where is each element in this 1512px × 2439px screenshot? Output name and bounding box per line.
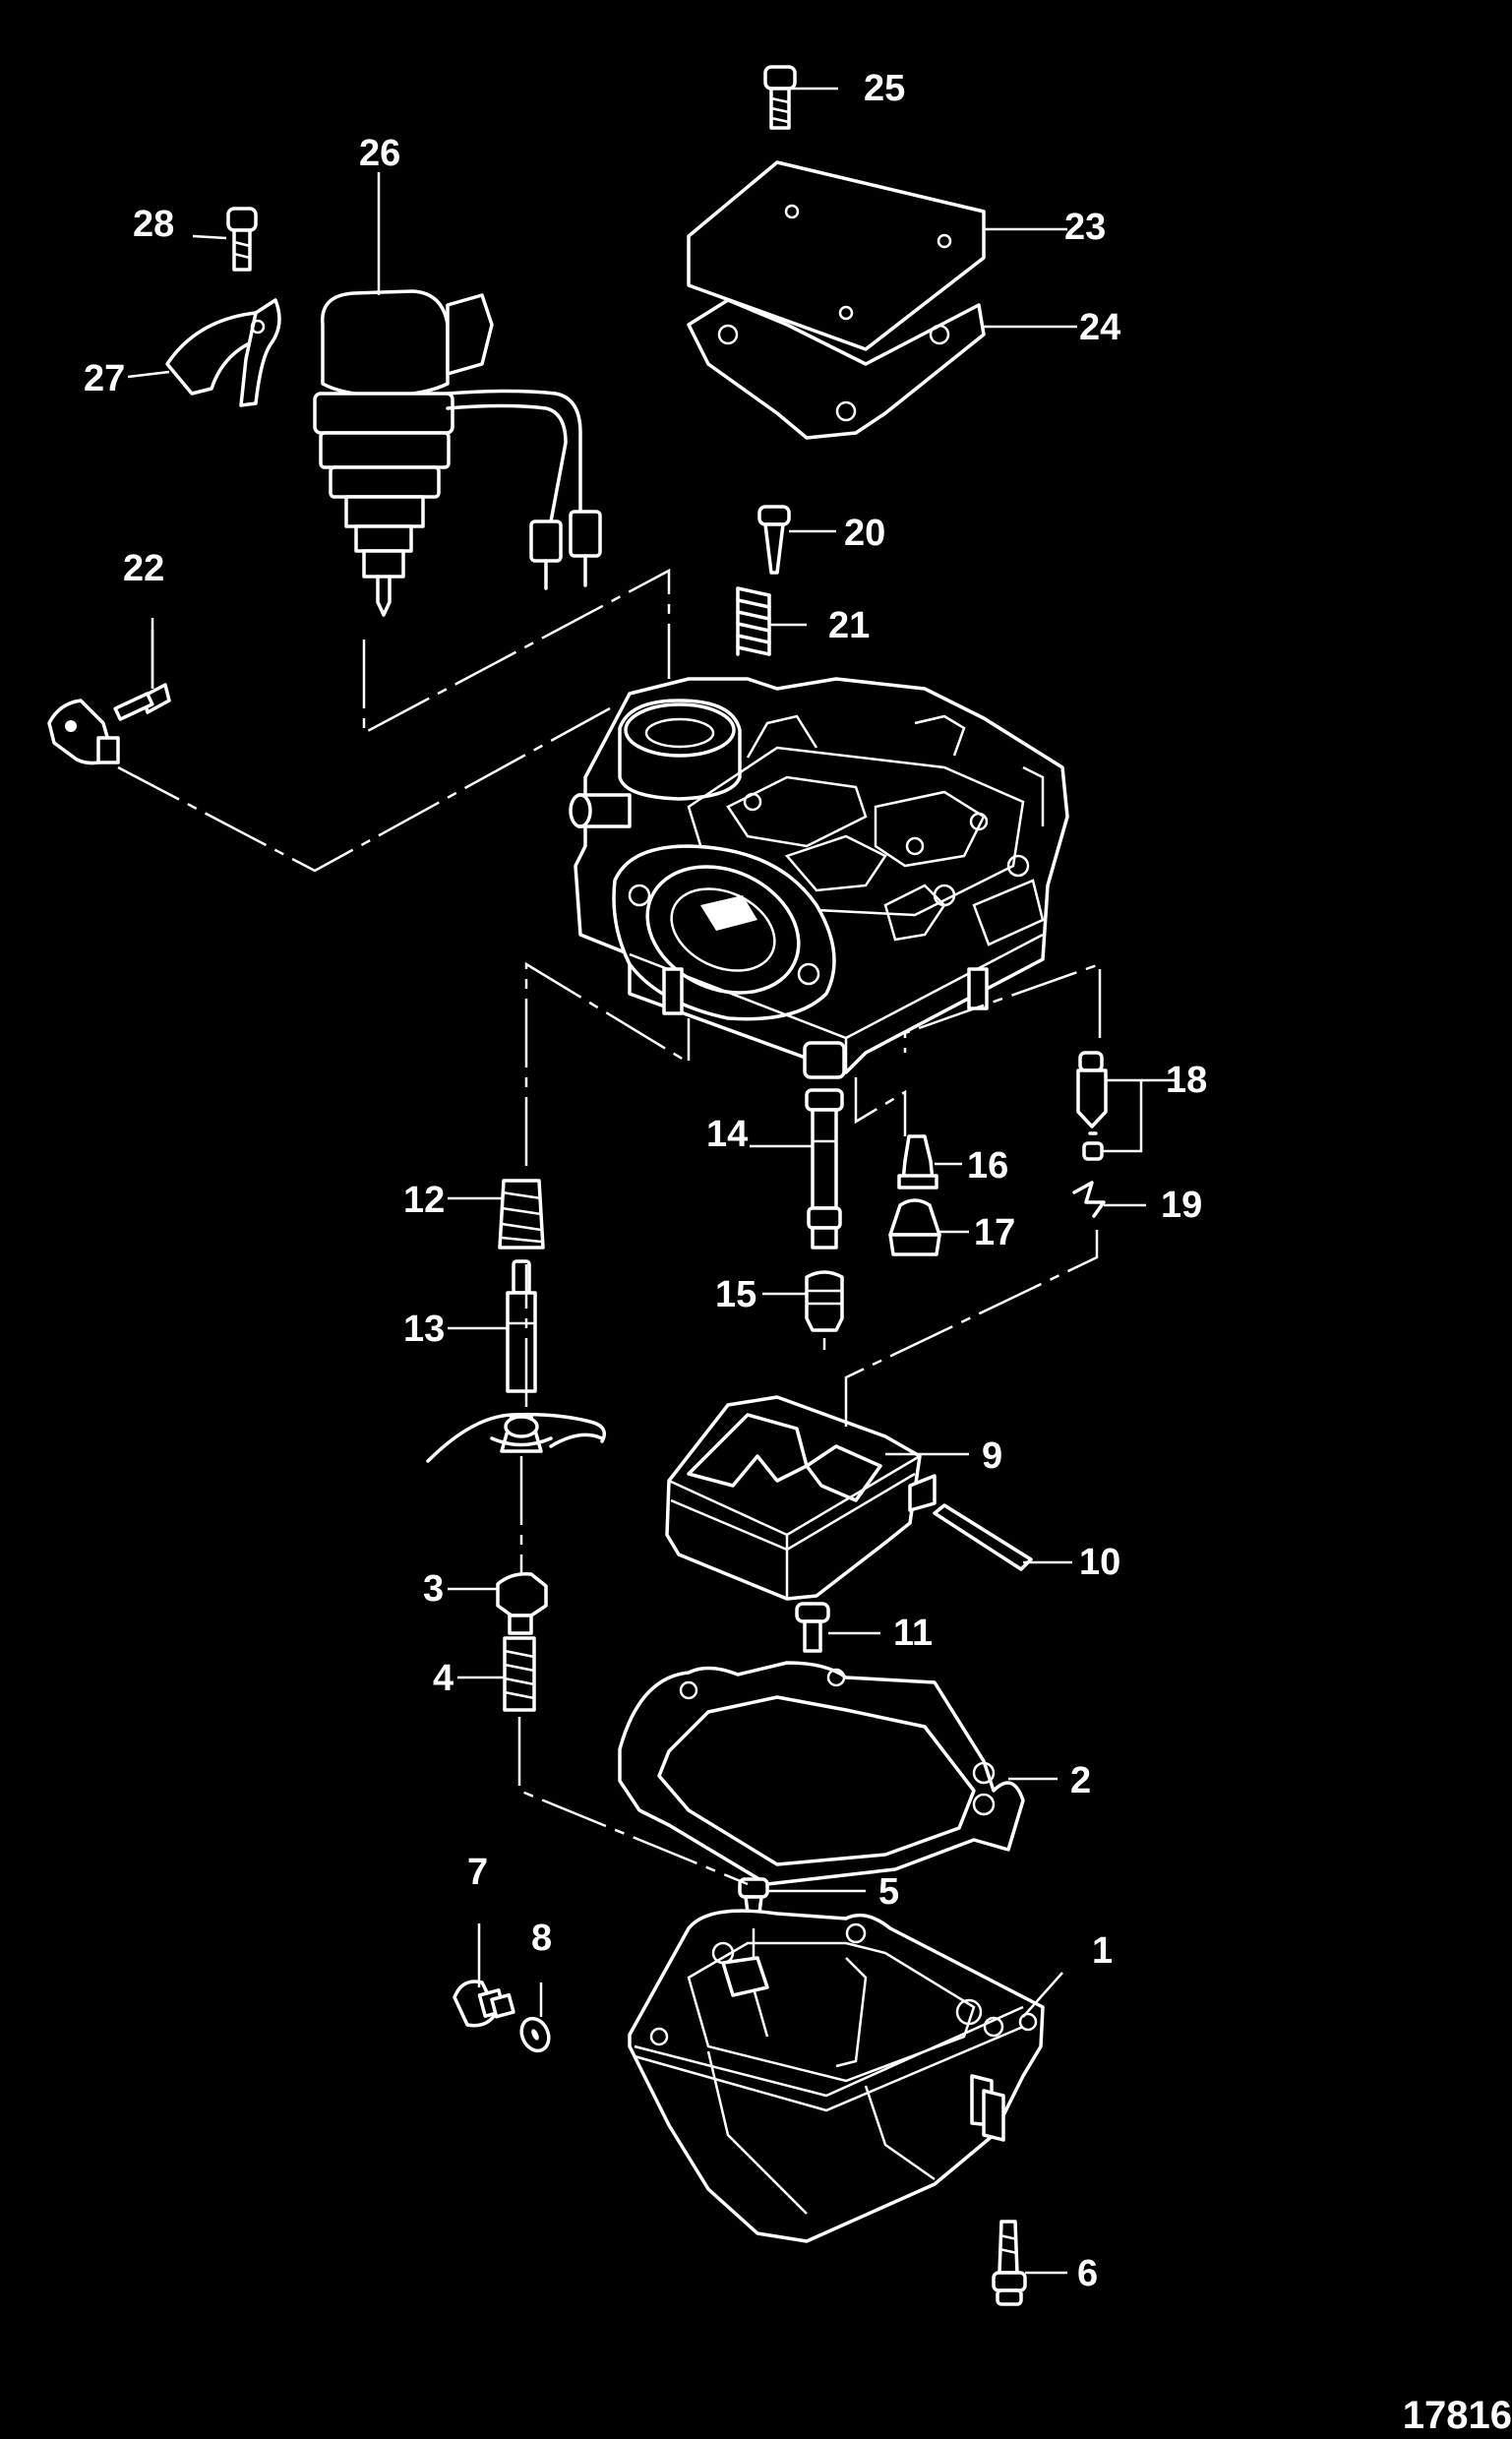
part-20-screw — [757, 505, 791, 575]
callout-6: 6 — [1077, 2253, 1098, 2294]
part-3-valve-seat — [496, 1571, 548, 1635]
callout-21: 21 — [828, 605, 870, 646]
part-19-clip — [1072, 1181, 1106, 1218]
callout-10: 10 — [1079, 1542, 1120, 1583]
callout-25: 25 — [864, 68, 905, 109]
callout-20: 20 — [844, 513, 885, 554]
part-28-screw — [226, 207, 258, 272]
part-22-screw-fitting — [47, 683, 171, 765]
carburetor-body — [569, 677, 1069, 1079]
callout-14: 14 — [706, 1114, 748, 1155]
float-seat-section — [426, 1412, 606, 1463]
callout-3: 3 — [423, 1568, 444, 1610]
part-2-gasket — [618, 1661, 1025, 1886]
callout-27: 27 — [84, 358, 125, 399]
callout-28: 28 — [133, 204, 174, 245]
callout-1: 1 — [1092, 1930, 1113, 1972]
part-23-cover-plate — [687, 160, 986, 351]
callout-9: 9 — [982, 1435, 1002, 1477]
callout-18: 18 — [1166, 1060, 1207, 1101]
callout-16: 16 — [967, 1145, 1008, 1187]
part-13-needle — [506, 1259, 537, 1393]
part-4-spring — [503, 1636, 536, 1712]
reference-number: 17816 — [1403, 2394, 1512, 2437]
part-10-pin — [933, 1503, 1033, 1571]
part-15-jet — [805, 1270, 844, 1332]
callout-12: 12 — [403, 1180, 445, 1221]
part-12-spring — [498, 1179, 545, 1250]
part-17-cap — [888, 1198, 941, 1256]
callout-23: 23 — [1064, 207, 1106, 248]
part-16-jet — [897, 1134, 938, 1189]
callout-22: 22 — [123, 548, 164, 589]
callout-labels: 25 26 28 27 23 24 20 21 22 14 16 17 18 1… — [84, 68, 1207, 2294]
part-14-jet-holder — [805, 1088, 844, 1250]
callout-7: 7 — [467, 1852, 488, 1893]
part-1-float-bowl — [628, 1909, 1045, 2243]
part-7-plug — [453, 1980, 515, 2028]
part-25-screw — [763, 65, 797, 130]
callout-2: 2 — [1070, 1760, 1091, 1801]
part-26-solenoid — [313, 289, 602, 617]
part-24-gasket — [687, 298, 986, 440]
part-18-needle-valve — [1076, 1051, 1108, 1161]
callout-8: 8 — [531, 1918, 552, 1959]
part-27-clip — [165, 298, 281, 407]
callout-5: 5 — [878, 1871, 899, 1913]
part-8-washer — [519, 2016, 551, 2053]
part-9-float — [665, 1395, 937, 1601]
callout-26: 26 — [359, 133, 400, 174]
callout-13: 13 — [403, 1309, 445, 1350]
callout-17: 17 — [974, 1212, 1015, 1253]
callout-4: 4 — [433, 1658, 454, 1699]
callout-11: 11 — [893, 1613, 933, 1654]
callout-19: 19 — [1161, 1185, 1202, 1226]
leader-lines — [127, 87, 1176, 2275]
callout-15: 15 — [715, 1274, 756, 1315]
part-21-spring — [736, 586, 771, 656]
part-11-screw — [795, 1602, 830, 1653]
assembly-lines — [117, 568, 1102, 1958]
callout-24: 24 — [1079, 307, 1120, 348]
part-6-screw — [992, 2220, 1027, 2306]
